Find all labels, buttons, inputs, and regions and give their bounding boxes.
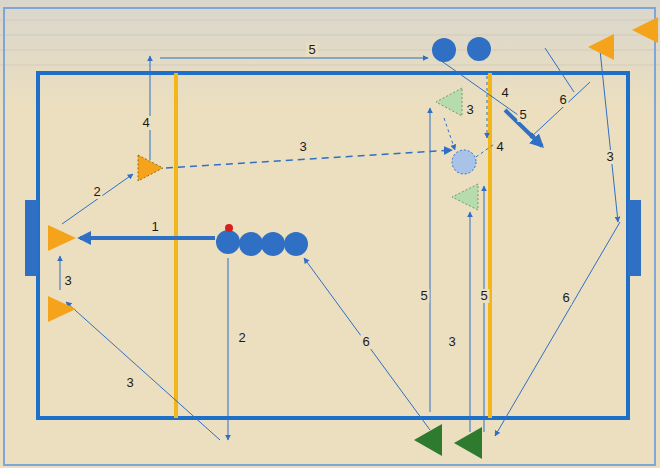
callout-number: 3 [62,274,73,288]
stands [0,0,660,110]
callout-number: 3 [446,335,457,349]
callout-number: 3 [297,140,308,154]
callout-number: 3 [464,103,475,117]
pass-arrow [80,236,215,240]
player-circle [452,150,476,174]
callout-number: 5 [306,43,317,57]
defender-triangles [436,88,478,210]
callout-number: 3 [604,150,615,164]
callout-number: 5 [418,289,429,303]
callout-number: 4 [494,140,505,154]
zone-line [488,73,492,418]
stand-rows [0,20,660,65]
court-outline [38,73,628,418]
callout-number: 6 [360,335,371,349]
frame [4,8,655,465]
goal [25,200,38,276]
callout-number: 6 [560,291,571,305]
callout-number: 6 [557,93,568,107]
pass-line [166,150,452,168]
zone-line [174,73,178,418]
callout-number: 4 [499,86,510,100]
callout-number: 3 [124,376,135,390]
callout-number: 2 [236,331,247,345]
ball [225,224,233,232]
player-circles [216,37,491,256]
movement-lines [60,48,620,440]
callout-number: 5 [478,289,489,303]
attacker-triangles [48,17,658,322]
callout-number: 4 [140,116,151,130]
callout-number: 1 [149,220,160,234]
callout-number: 2 [91,185,102,199]
defender-triangles [414,424,482,459]
callout-number: 5 [517,108,528,122]
goal [628,200,641,276]
